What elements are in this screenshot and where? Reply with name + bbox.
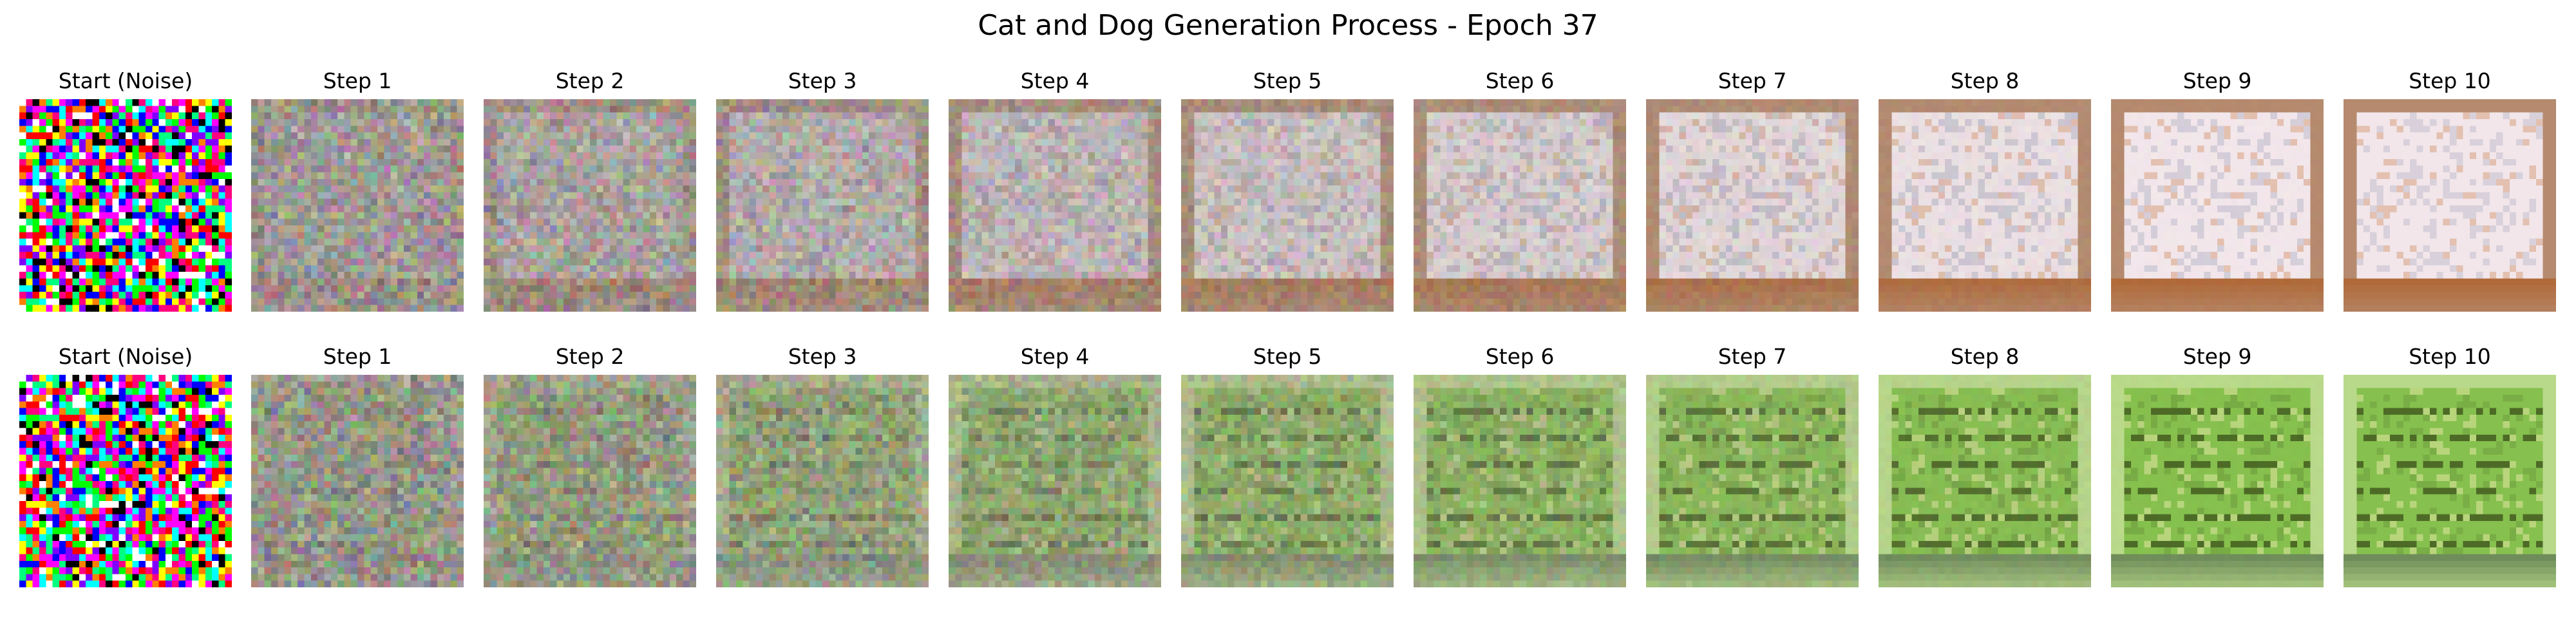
step-title: Step 7 (1718, 344, 1787, 369)
step-title: Step 7 (1718, 68, 1787, 93)
step-panel: Step 8 (1879, 68, 2091, 319)
step-title: Step 6 (1485, 68, 1555, 93)
generated-image (2344, 375, 2556, 587)
step-panel: Step 1 (251, 344, 464, 595)
step-panel: Step 9 (2111, 68, 2324, 319)
step-panel: Step 7 (1646, 344, 1859, 595)
step-title: Step 10 (2409, 344, 2491, 369)
step-panel: Step 4 (949, 68, 1161, 319)
step-panel: Step 10 (2344, 344, 2556, 595)
step-title: Step 6 (1485, 344, 1555, 369)
generated-image (251, 99, 464, 312)
generated-image (2111, 375, 2324, 587)
generated-image (484, 99, 696, 312)
step-panel: Step 2 (484, 344, 696, 595)
step-panel: Step 3 (716, 344, 929, 595)
step-panel: Step 6 (1414, 344, 1626, 595)
step-title: Step 9 (2183, 68, 2252, 93)
step-panel: Step 3 (716, 68, 929, 319)
step-title: Start (Noise) (58, 68, 193, 93)
step-title: Step 1 (323, 344, 392, 369)
step-panel: Step 2 (484, 68, 696, 319)
step-panel: Start (Noise) (19, 344, 232, 595)
row-cat: Start (Noise) Step 1 Step 2 Step 3 Step 4 Ste… (0, 68, 2576, 313)
step-panel: Step 5 (1181, 344, 1394, 595)
generated-image (1646, 99, 1859, 312)
step-panel: Step 1 (251, 68, 464, 319)
generated-image (19, 375, 232, 587)
step-title: Step 1 (323, 68, 392, 93)
generated-image (1181, 375, 1394, 587)
step-title: Step 4 (1020, 344, 1090, 369)
generated-image (1646, 375, 1859, 587)
generated-image (716, 375, 929, 587)
figure-title: Cat and Dog Generation Process - Epoch 3… (978, 9, 1598, 42)
step-panel: Step 8 (1879, 344, 2091, 595)
generated-image (251, 375, 464, 587)
step-title: Step 9 (2183, 344, 2252, 369)
generated-image (1879, 99, 2091, 312)
generated-image (1181, 99, 1394, 312)
step-title: Step 3 (788, 68, 857, 93)
step-panel: Step 5 (1181, 68, 1394, 319)
step-title: Step 10 (2409, 68, 2491, 93)
step-title: Step 5 (1253, 344, 1322, 369)
step-panel: Start (Noise) (19, 68, 232, 319)
step-title: Step 2 (555, 68, 625, 93)
step-panel: Step 7 (1646, 68, 1859, 319)
step-panel: Step 6 (1414, 68, 1626, 319)
step-title: Step 3 (788, 344, 857, 369)
generated-image (2111, 99, 2324, 312)
generated-image (19, 99, 232, 312)
step-title: Start (Noise) (58, 344, 193, 369)
generated-image (949, 99, 1161, 312)
generated-image (1414, 375, 1626, 587)
generated-image (1879, 375, 2091, 587)
generated-image (484, 375, 696, 587)
generated-image (716, 99, 929, 312)
step-title: Step 8 (1950, 68, 2020, 93)
row-dog: Start (Noise) Step 1 Step 2 Step 3 Step 4 Ste… (0, 344, 2576, 589)
step-title: Step 8 (1950, 344, 2020, 369)
step-panel: Step 9 (2111, 344, 2324, 595)
generated-image (2344, 99, 2556, 312)
step-title: Step 5 (1253, 68, 1322, 93)
step-panel: Step 4 (949, 344, 1161, 595)
step-title: Step 2 (555, 344, 625, 369)
step-panel: Step 10 (2344, 68, 2556, 319)
generated-image (949, 375, 1161, 587)
generated-image (1414, 99, 1626, 312)
step-title: Step 4 (1020, 68, 1090, 93)
